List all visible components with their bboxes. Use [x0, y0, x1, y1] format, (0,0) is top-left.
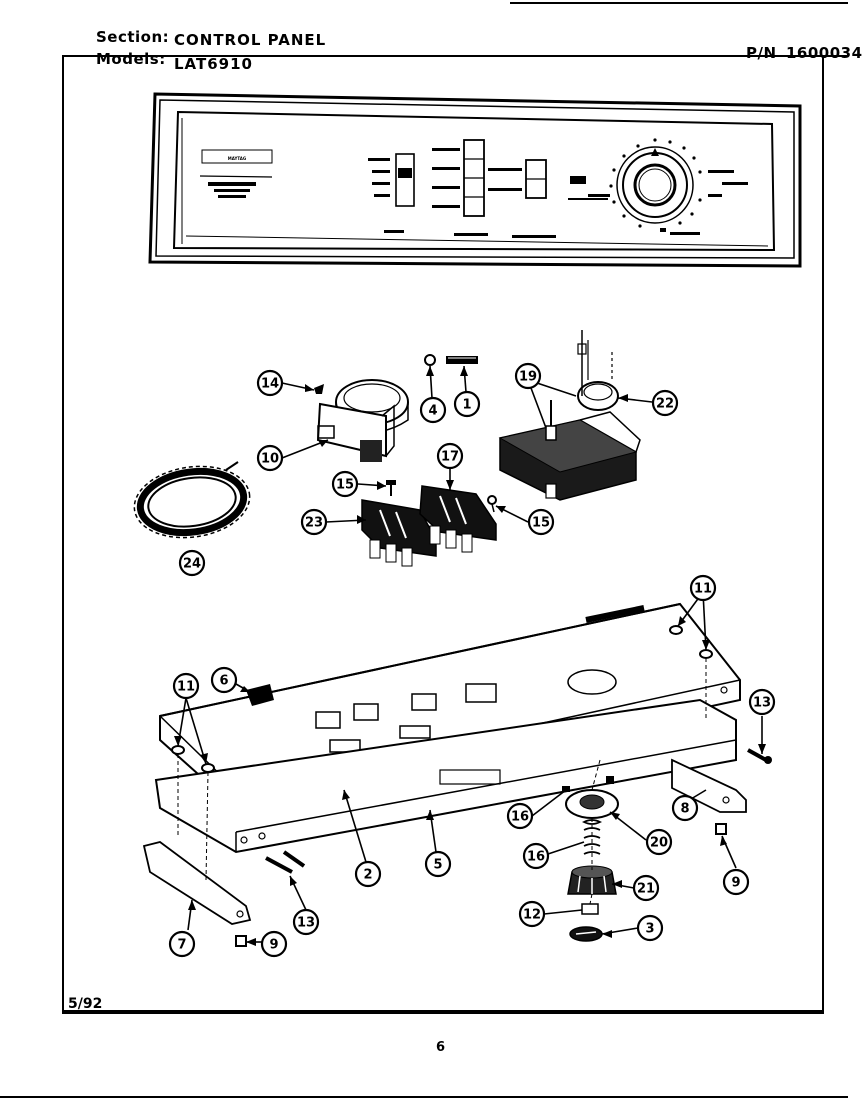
- svg-text:5: 5: [433, 858, 442, 873]
- svg-text:23: 23: [305, 516, 323, 531]
- part-4-ring: [424, 354, 436, 366]
- part-9-clip-a: [715, 823, 727, 835]
- svg-text:10: 10: [261, 452, 279, 467]
- svg-text:21: 21: [637, 882, 655, 897]
- svg-text:9: 9: [269, 938, 278, 953]
- part-5-lower-bracket: [154, 698, 737, 854]
- callout-16-a: 16: [506, 802, 534, 830]
- models-value: LAT6910: [174, 55, 253, 73]
- part-12-clip: [581, 903, 599, 915]
- svg-text:7: 7: [177, 938, 186, 953]
- callout-12: 12: [518, 900, 546, 928]
- part-17-switch: [419, 485, 497, 553]
- part-15-screw-b: [487, 495, 497, 513]
- page-number: 6: [436, 1040, 446, 1055]
- svg-text:20: 20: [650, 836, 668, 851]
- part-screw: [606, 776, 614, 784]
- svg-text:12: 12: [523, 908, 541, 923]
- part-20-knob-base: [565, 789, 619, 819]
- footer-rule: [62, 1012, 824, 1014]
- svg-text:3: 3: [645, 922, 654, 937]
- part-6-clip: [246, 684, 274, 706]
- assembly-guides: [177, 658, 707, 905]
- svg-text:8: 8: [680, 802, 689, 817]
- callout-3: 3: [636, 914, 664, 942]
- callout-1: 1: [453, 390, 481, 418]
- callout-7: 7: [168, 930, 196, 958]
- callout-4: 4: [419, 396, 447, 424]
- pn-value: 1600034: [786, 44, 863, 62]
- callout-22: 22: [651, 389, 679, 417]
- svg-text:17: 17: [441, 450, 459, 465]
- part-23-switch: [361, 499, 437, 567]
- svg-text:22: 22: [656, 397, 674, 412]
- svg-text:2: 2: [363, 868, 372, 883]
- callout-20: 20: [645, 828, 673, 856]
- svg-text:15: 15: [532, 516, 550, 531]
- part-3-knob-cap: [569, 926, 603, 942]
- svg-text:15: 15: [336, 478, 354, 493]
- callout-13-left: 13: [292, 908, 320, 936]
- part-9-clip-b: [235, 935, 247, 947]
- part-21-knob: [567, 865, 617, 895]
- section-value: CONTROL PANEL: [174, 31, 327, 49]
- callout-9-right: 9: [722, 868, 750, 896]
- svg-text:14: 14: [261, 377, 279, 392]
- models-label: Models:: [96, 50, 166, 68]
- callout-15-a: 15: [331, 470, 359, 498]
- callout-10: 10: [256, 444, 284, 472]
- top-rule: [510, 2, 848, 4]
- leader-arrowheads: [174, 366, 766, 946]
- part-7-end-bracket: [142, 841, 252, 925]
- part-22-timer-knob-assembly: [577, 330, 619, 411]
- part-8-end-bracket: [671, 758, 747, 813]
- callout-19: 19: [514, 362, 542, 390]
- svg-text:16: 16: [511, 810, 529, 825]
- part-19-timer: [498, 400, 641, 501]
- callout-15-b: 15: [527, 508, 555, 536]
- svg-text:13: 13: [753, 696, 771, 711]
- svg-text:4: 4: [428, 404, 437, 419]
- svg-text:13: 13: [297, 916, 315, 931]
- callout-16-b: 16: [522, 842, 550, 870]
- pn-label: P/N: [746, 44, 777, 62]
- callout-14: 14: [256, 369, 284, 397]
- svg-text:16: 16: [527, 850, 545, 865]
- callout-6: 6: [210, 666, 238, 694]
- part-13-screw-a: [747, 748, 772, 764]
- callout-23: 23: [300, 508, 328, 536]
- header-rule: [62, 55, 848, 57]
- svg-text:24: 24: [183, 557, 201, 572]
- callout-17: 17: [436, 442, 464, 470]
- part-1-rod: [446, 356, 478, 364]
- part-10-timer-motor: [316, 379, 409, 462]
- callout-13-right: 13: [748, 688, 776, 716]
- svg-text:1: 1: [462, 398, 471, 413]
- revision-date: 5/92: [68, 996, 103, 1012]
- callout-9-left: 9: [260, 930, 288, 958]
- svg-text:19: 19: [519, 370, 537, 385]
- svg-text:11: 11: [694, 582, 712, 597]
- part-24-wire-harness: [133, 461, 251, 539]
- callout-11-right: 11: [689, 574, 717, 602]
- section-label: Section:: [96, 28, 170, 46]
- svg-text:11: 11: [177, 680, 195, 695]
- control-panel-front: MAYTAG: [148, 92, 802, 268]
- callout-24: 24: [178, 549, 206, 577]
- brand-logo: MAYTAG: [228, 156, 246, 161]
- callout-21: 21: [632, 874, 660, 902]
- callout-8: 8: [671, 794, 699, 822]
- part-14-screw: [314, 384, 324, 394]
- diagram-frame: [62, 56, 824, 1012]
- bottom-rule: [0, 1096, 848, 1098]
- part-16-screw: [562, 786, 570, 792]
- part-15-screw-a: [386, 480, 396, 496]
- callout-2: 2: [354, 860, 382, 888]
- callout-5: 5: [424, 850, 452, 878]
- svg-text:9: 9: [731, 876, 740, 891]
- part-13-screw-b: [265, 850, 306, 874]
- svg-text:6: 6: [219, 674, 228, 689]
- callout-11-left: 11: [172, 672, 200, 700]
